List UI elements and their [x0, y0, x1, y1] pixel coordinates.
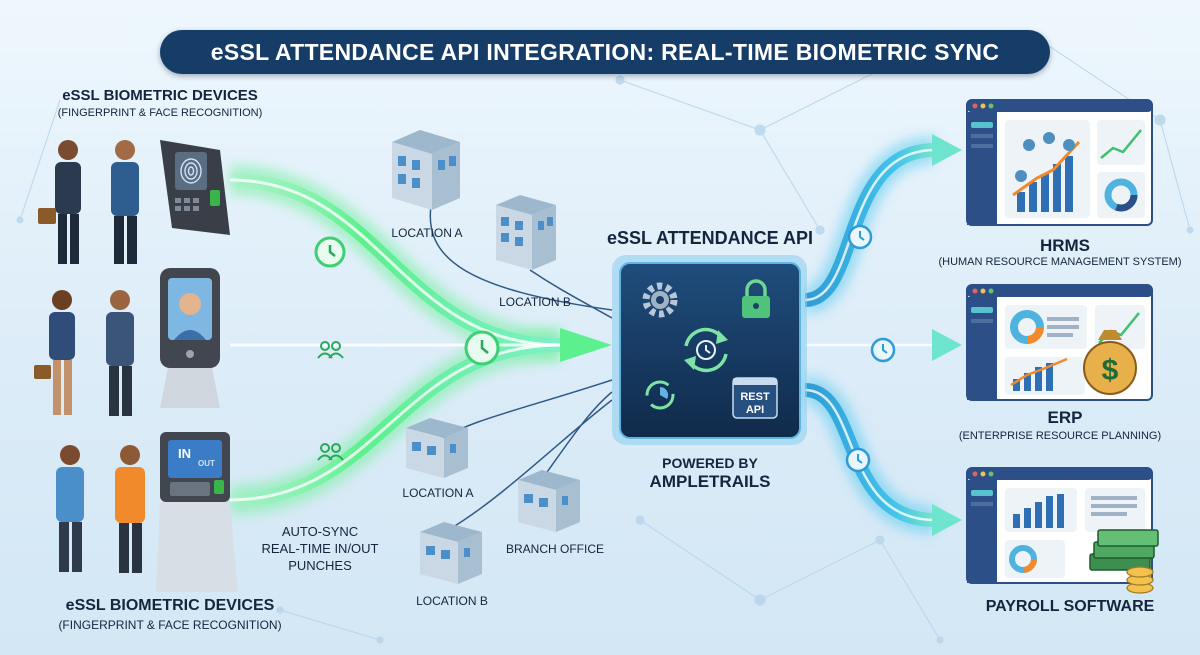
hrms-dashboard — [966, 99, 1153, 226]
users-icon — [317, 341, 344, 359]
location-a-top-label: LOCATION A — [391, 226, 463, 240]
clock-icon — [845, 447, 871, 473]
erp-subtitle: (ENTERPRISE RESOURCE PLANNING) — [958, 430, 1162, 442]
sync-note-line: AUTO-SYNC — [281, 524, 359, 539]
building-location-a-top — [392, 130, 460, 210]
location-a-bottom-label: LOCATION A — [402, 486, 474, 500]
powered-by-label: POWERED BY — [662, 455, 758, 471]
blue-data-flows — [802, 134, 962, 536]
lock-icon — [742, 279, 770, 318]
devices-bottom-subtitle: (FINGERPRINT & FACE RECOGNITION) — [58, 618, 282, 632]
person-figure — [56, 445, 84, 572]
person-figure — [115, 445, 145, 573]
person-figure — [106, 290, 134, 416]
rest-api-badge — [732, 377, 778, 419]
clock-icon — [314, 236, 346, 268]
sync-note-line: REAL-TIME IN/OUT — [261, 541, 379, 556]
rest-api-label: API — [746, 404, 764, 416]
kiosk-in-label: IN — [178, 446, 191, 461]
building-branch-office — [518, 470, 580, 532]
devices-top-title: eSSL BIOMETRIC DEVICES — [62, 87, 258, 104]
gear-icon — [642, 282, 678, 318]
clock-icon — [464, 330, 500, 366]
building-location-b-top — [496, 195, 556, 270]
sync-note-line: PUNCHES — [288, 558, 352, 573]
sync-icon — [684, 327, 728, 373]
erp-title: ERP — [1047, 408, 1083, 427]
kiosk-out-label: OUT — [198, 459, 215, 468]
clock-icon — [870, 337, 896, 363]
location-connectors — [429, 199, 613, 531]
person-figure — [34, 290, 75, 415]
rest-api-label: REST — [740, 391, 770, 403]
devices-top-subtitle: (FINGERPRINT & FACE RECOGNITION) — [57, 107, 263, 119]
clock-icon — [847, 224, 873, 250]
face-recognition-kiosk — [160, 268, 220, 408]
money-bag-symbol: $ — [1102, 354, 1119, 387]
cash-stack-icon — [1089, 529, 1159, 594]
powered-by-brand: AMPLETRAILS — [649, 472, 771, 491]
api-panel — [612, 255, 807, 445]
sync-icon — [645, 380, 675, 410]
location-b-top-label: LOCATION B — [499, 295, 571, 309]
payroll-title: PAYROLL SOFTWARE — [985, 598, 1155, 615]
money-bag-icon — [1083, 330, 1137, 395]
page-title: eSSL ATTENDANCE API INTEGRATION: REAL-TI… — [160, 30, 1050, 74]
location-b-bottom-label: LOCATION B — [416, 594, 488, 608]
users-icon — [317, 443, 344, 461]
person-figure — [38, 140, 81, 264]
devices-bottom-title: eSSL BIOMETRIC DEVICES — [65, 597, 275, 614]
hrms-subtitle: (HUMAN RESOURCE MANAGEMENT SYSTEM) — [938, 256, 1182, 268]
fingerprint-face-terminal — [160, 140, 230, 235]
face-scan-icon — [174, 293, 206, 340]
green-data-flows — [229, 165, 612, 515]
building-location-a-bottom — [406, 418, 468, 478]
in-out-attendance-kiosk — [156, 432, 238, 592]
api-title: eSSL ATTENDANCE API — [606, 228, 814, 248]
branch-office-label: BRANCH OFFICE — [505, 542, 604, 556]
fingerprint-icon — [180, 158, 202, 184]
person-figure — [111, 140, 139, 264]
building-location-b-bottom — [420, 522, 482, 584]
hrms-title: HRMS — [1039, 236, 1091, 255]
